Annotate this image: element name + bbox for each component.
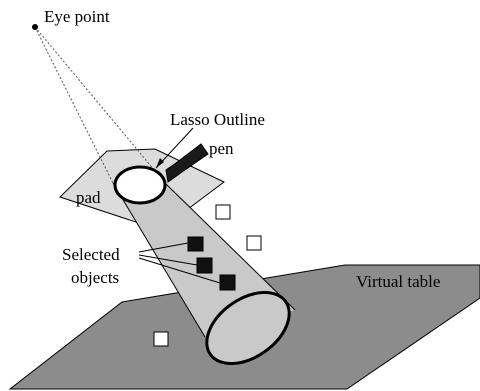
unselected-object bbox=[215, 204, 231, 220]
cone-base-ellipse bbox=[205, 290, 291, 366]
cone-edge-left bbox=[112, 182, 206, 338]
sight-line-right bbox=[34, 26, 166, 184]
selected-label: Selected bbox=[62, 245, 120, 264]
selected-arrow-1 bbox=[138, 242, 189, 253]
selected-arrow-3 bbox=[138, 257, 221, 284]
lasso-outline-label: Lasso Outline bbox=[170, 110, 265, 129]
eye-point-label: Eye point bbox=[44, 7, 110, 26]
pen-label: pen bbox=[209, 139, 234, 158]
selected-object bbox=[196, 257, 213, 274]
lasso-outline bbox=[113, 165, 167, 205]
unselected-object bbox=[246, 235, 262, 251]
selected-arrow-2 bbox=[138, 254, 198, 266]
unselected-object bbox=[153, 331, 169, 347]
cone-edge-right bbox=[164, 182, 296, 311]
eye-point-dot bbox=[32, 24, 38, 30]
pen-icon bbox=[165, 143, 209, 183]
sight-line-left bbox=[34, 26, 114, 184]
selected-object bbox=[187, 236, 204, 252]
pad-label: pad bbox=[76, 188, 101, 207]
objects-label: objects bbox=[71, 268, 119, 287]
selected-object bbox=[219, 274, 236, 291]
virtual-table-label: Virtual table bbox=[356, 272, 440, 291]
lasso-arrowhead bbox=[156, 158, 164, 168]
